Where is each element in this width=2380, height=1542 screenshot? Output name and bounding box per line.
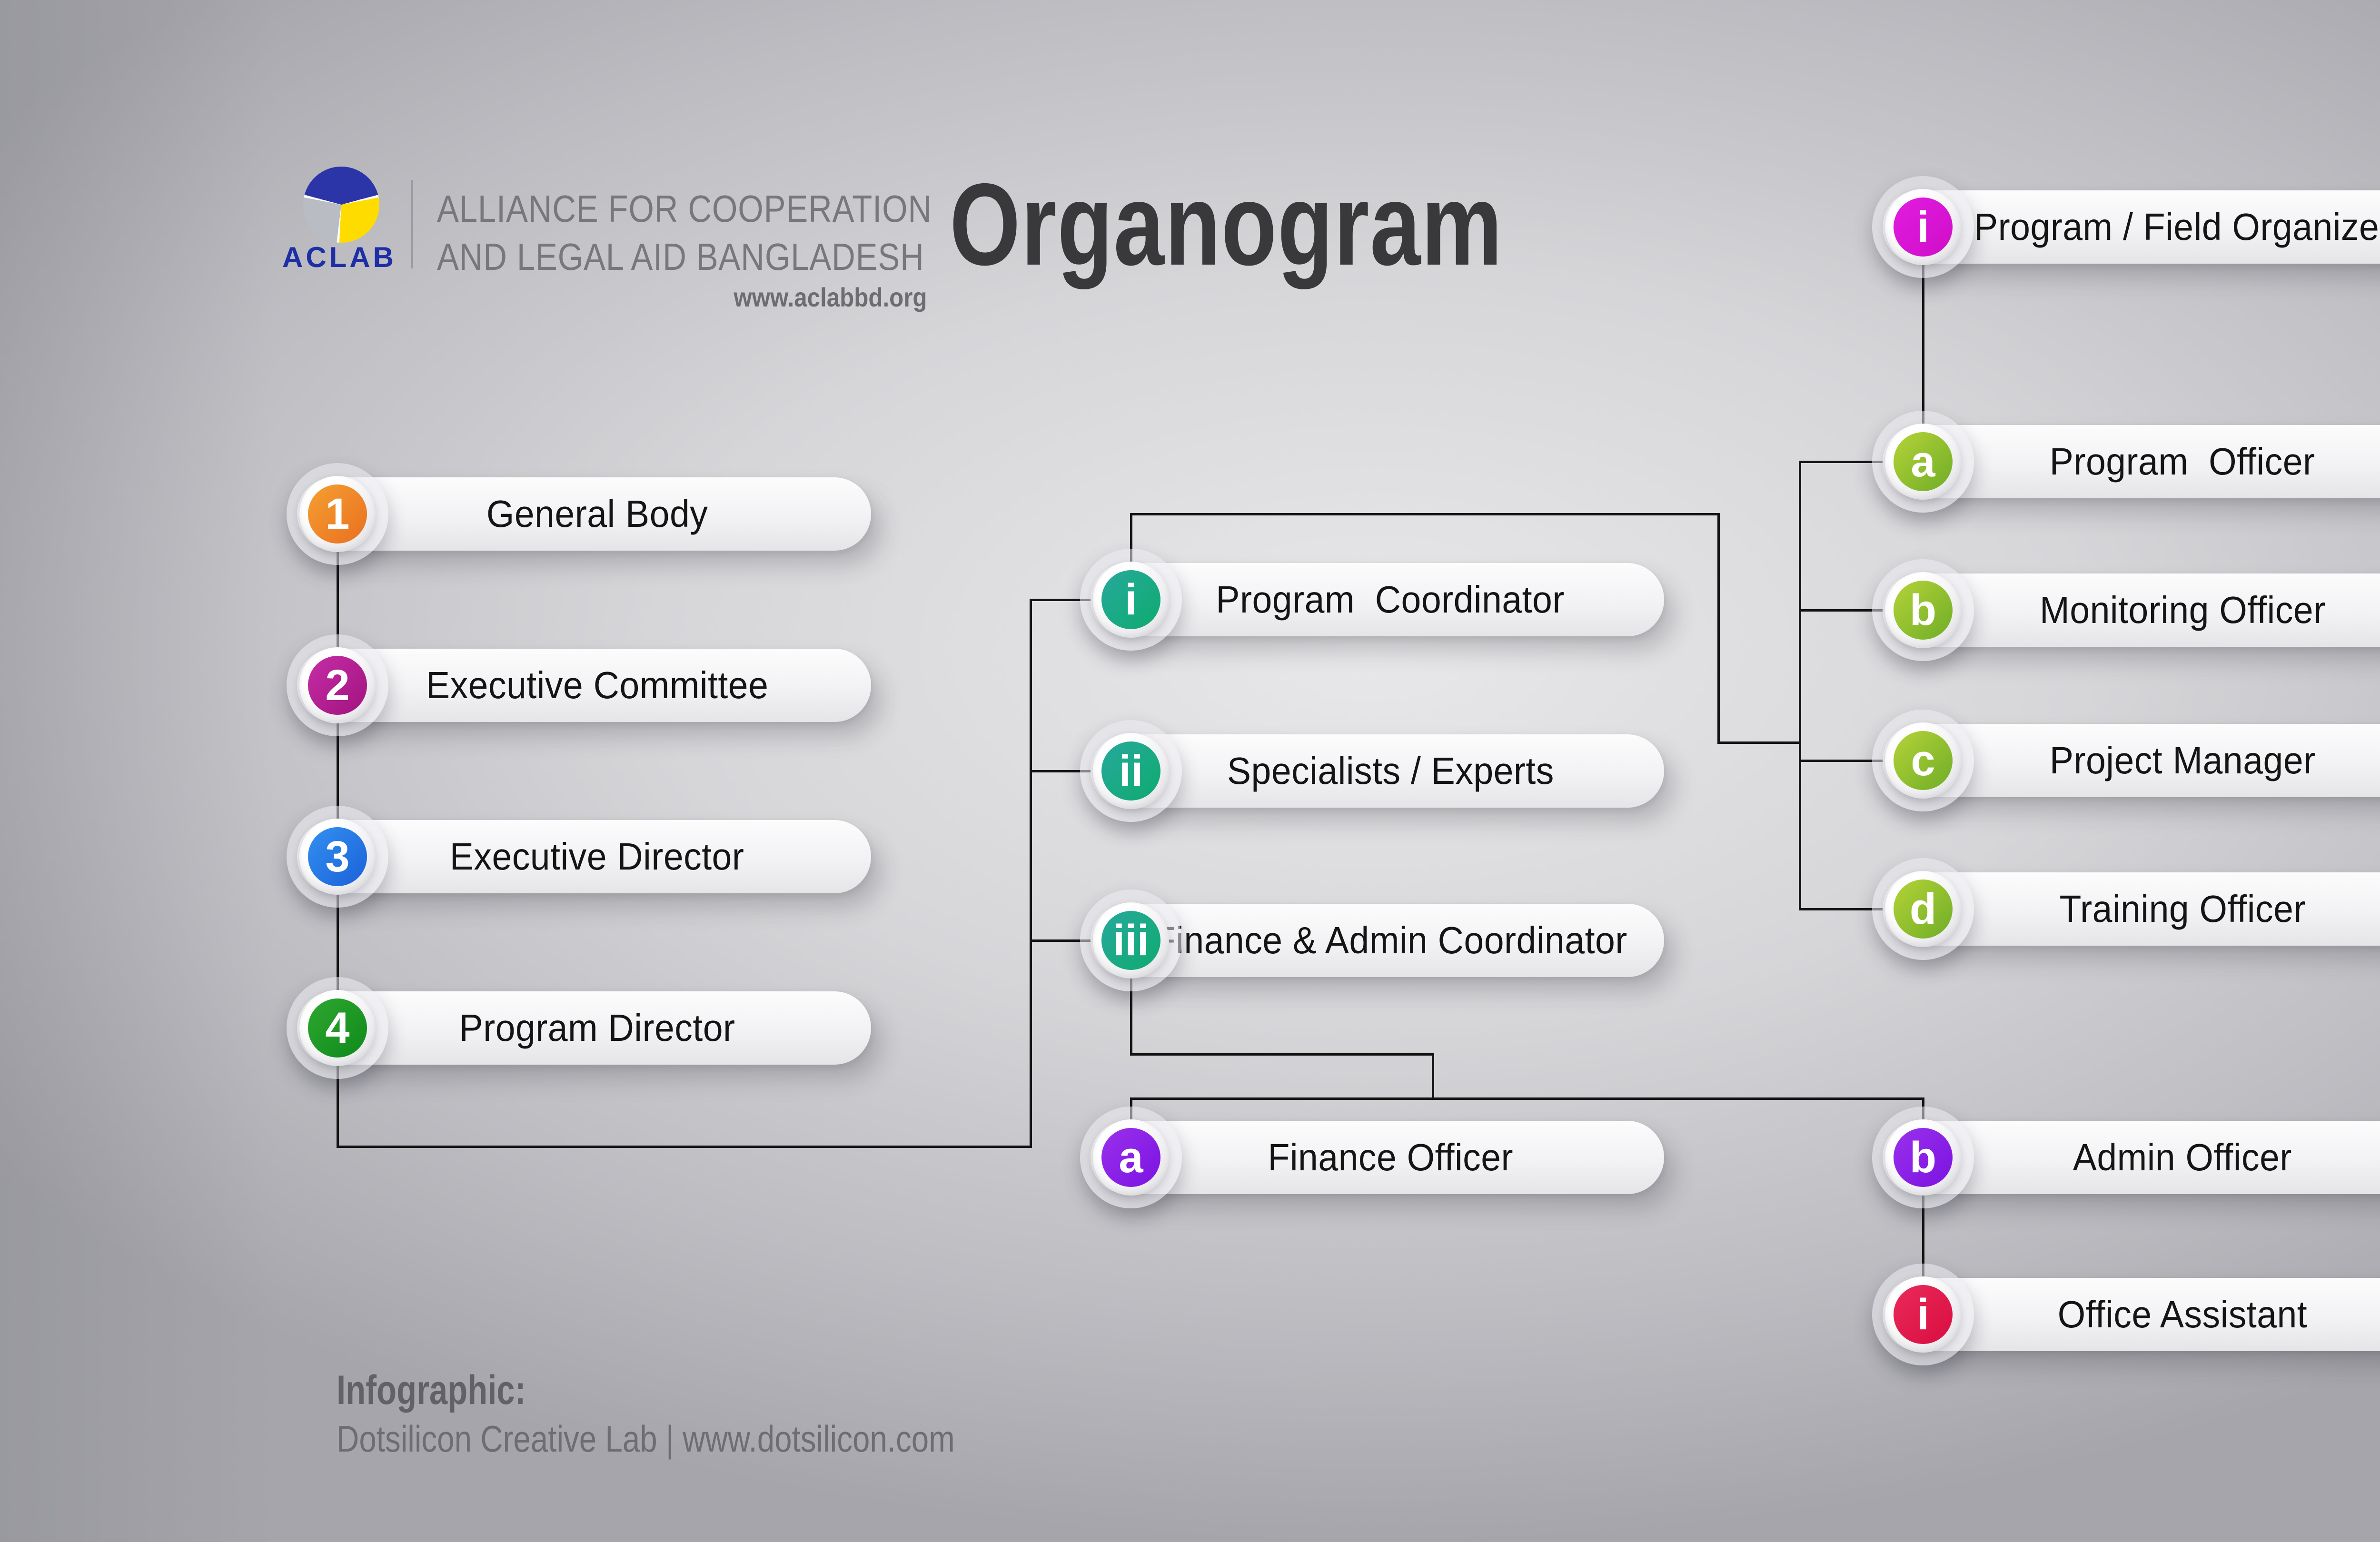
node-badge: 1 [308,484,367,544]
node-badge: 2 [308,656,367,715]
node-bar [1091,1121,1664,1194]
connector-line [1029,598,1032,1148]
node-bar [1091,563,1664,636]
page-title: Organogram [950,159,1503,289]
node-badge: a [1894,432,1953,491]
badge-glyph: a [1911,437,1935,486]
connector-line [1130,939,1132,1056]
connector-line [1130,1097,1924,1100]
node-label: Program Director [459,1007,735,1049]
connector-line [1798,759,1924,762]
node-badge: d [1894,880,1953,939]
footer-credit: Dotsilicon Creative Lab | www.dotsilicon… [337,1418,955,1460]
badge-glyph: b [1909,1133,1937,1182]
node-bar [1091,904,1664,977]
badge-glyph: 3 [325,832,350,881]
organization-name-line1: ALLIANCE FOR COOPERATION [437,188,932,230]
node-bar [297,477,871,551]
badge-glyph: iii [1112,916,1150,965]
node-label: Training Officer [2059,888,2306,930]
badge-glyph: 4 [325,1004,350,1052]
node-badge: 3 [308,827,367,886]
organization-name: ALLIANCE FOR COOPERATION AND LEGAL AID B… [437,185,1012,281]
aclab-logo-icon [303,167,379,243]
node-badge: iii [1101,911,1160,970]
connector-line [1922,1156,1924,1316]
connector-line [1798,609,1924,612]
connector-line [1431,1053,1434,1100]
connector-line [1922,226,1924,463]
connector-line [1130,1053,1434,1056]
connector-line [1798,908,1924,910]
node-badge: 4 [308,998,367,1058]
node-label: Program Coordinator [1216,578,1565,621]
node-badge: i [1894,198,1953,257]
badge-glyph: ii [1119,747,1143,795]
node-bar [297,991,871,1065]
node-badge: b [1894,1128,1953,1187]
aclab-acronym: ACLAB [282,241,397,273]
node-badge: i [1101,570,1160,629]
badge-glyph: d [1909,885,1937,933]
connector-line [1130,513,1720,515]
node-label: Program / Field Organizer [1973,206,2380,248]
node-label: Executive Director [450,835,744,878]
connector-line [336,1145,1032,1148]
node-badge: a [1101,1128,1160,1187]
node-bar [297,649,871,722]
node-badge: b [1894,581,1953,640]
footer-infographic-label: Infographic: [337,1367,526,1413]
node-label: Finance & Admin Coordinator [1153,919,1627,961]
node-label: Office Assistant [2057,1293,2308,1335]
website-url: www.aclabbd.org [734,282,927,312]
connector-line [1717,513,1720,744]
badge-glyph: 1 [325,490,350,538]
node-label: Executive Committee [426,664,769,706]
node-badge: c [1894,731,1953,790]
header-divider [411,180,413,268]
node-badge: i [1894,1285,1953,1344]
organization-name-line2: AND LEGAL AID BANGLADESH [437,236,924,278]
node-label: Program Officer [2050,440,2315,483]
node-bar [297,820,871,893]
badge-glyph: 2 [325,661,350,710]
node-bar [1091,734,1664,808]
node-badge: ii [1101,741,1160,801]
badge-glyph: i [1125,575,1137,624]
badge-glyph: i [1917,203,1929,251]
connector-line [1717,741,1801,744]
node-label: Specialists / Experts [1227,750,1554,792]
node-label: General Body [486,493,708,535]
connector-line [1798,460,1924,463]
badge-glyph: a [1119,1133,1143,1182]
badge-glyph: i [1917,1290,1929,1339]
badge-glyph: b [1909,586,1937,634]
connector-line [1798,460,1801,910]
node-label: Monitoring Officer [2039,589,2326,631]
node-label: Project Manager [2049,739,2316,781]
node-label: Finance Officer [1268,1136,1513,1178]
node-label: Admin Officer [2073,1136,2292,1178]
badge-glyph: c [1911,736,1935,785]
